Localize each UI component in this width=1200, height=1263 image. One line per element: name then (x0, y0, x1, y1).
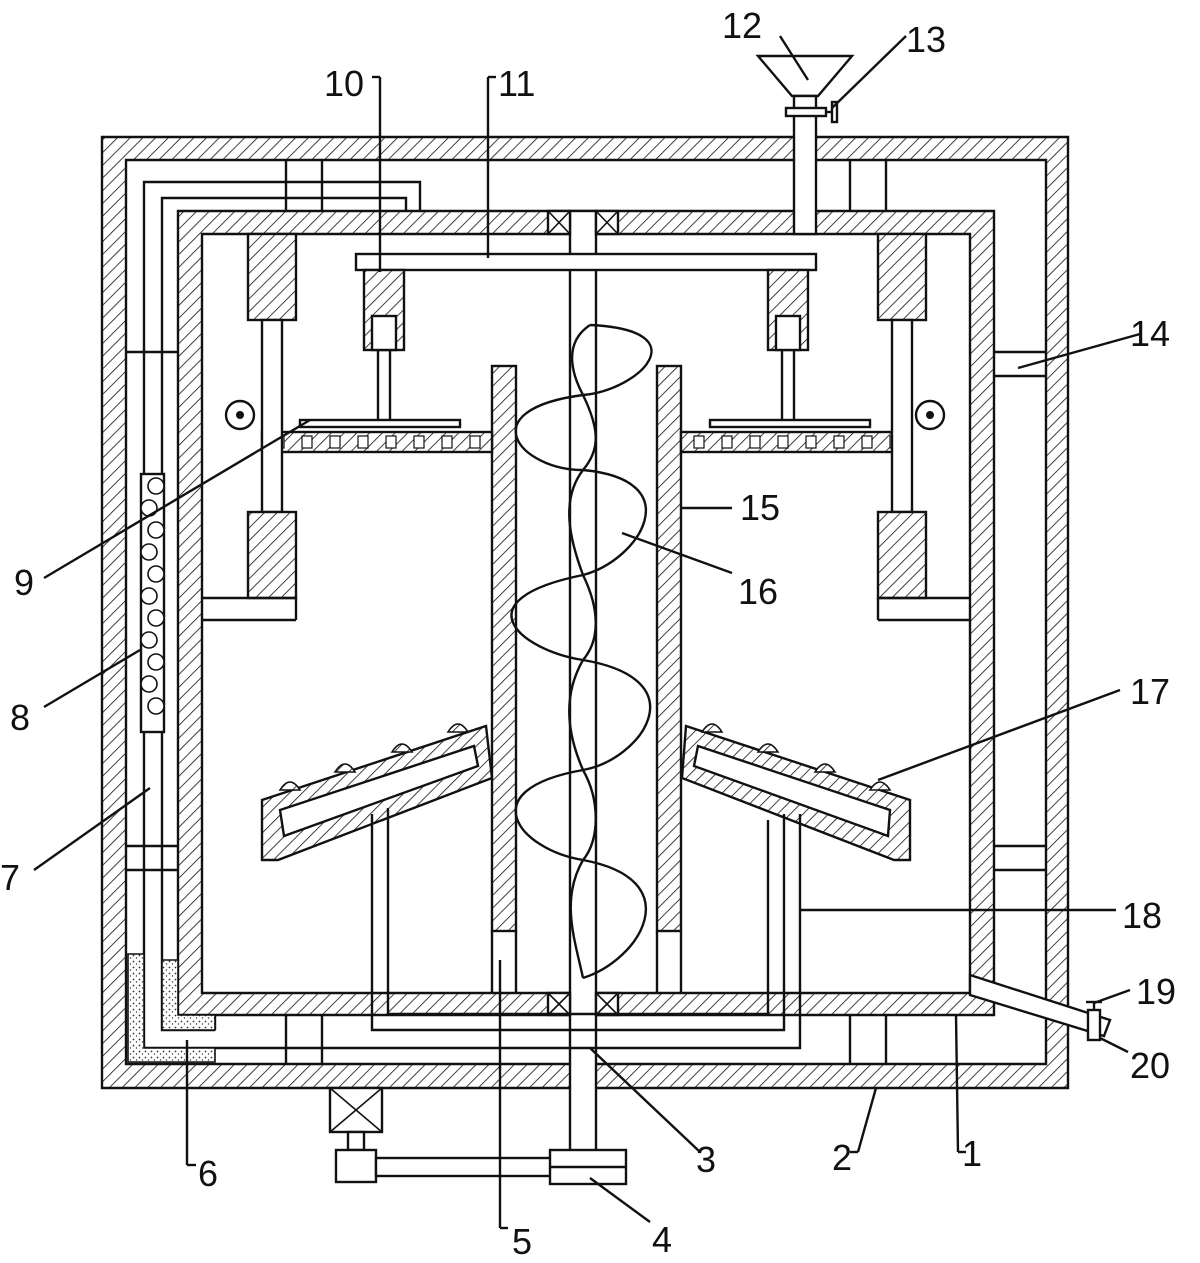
label-20: 20 (1130, 1045, 1170, 1086)
screen-hole (721, 435, 733, 449)
label-3: 3 (696, 1139, 716, 1180)
filter-ball (140, 543, 158, 561)
central-shaft (546, 209, 620, 1163)
label-6: 6 (198, 1153, 218, 1194)
screen-hole (693, 435, 705, 449)
outer-housing (100, 135, 1070, 1090)
filter-ball (147, 565, 165, 583)
screen-hole (861, 435, 873, 449)
label-4: 4 (652, 1219, 672, 1260)
side-guides (202, 232, 970, 622)
filter-ball (147, 609, 165, 627)
spray-nozzle (390, 743, 414, 753)
spray-nozzle (868, 781, 892, 791)
leader-lines (33, 35, 1141, 1230)
label-14: 14 (1130, 313, 1170, 354)
screen-hole (329, 435, 341, 449)
spiral-screw (510, 323, 653, 980)
screen-hole (777, 435, 789, 449)
spray-nozzle (813, 763, 837, 773)
filter-ball (147, 653, 165, 671)
label-13: 13 (906, 19, 946, 60)
press-cylinders (362, 268, 810, 420)
label-19: 19 (1136, 971, 1176, 1012)
label-12: 12 (722, 5, 762, 46)
label-11: 11 (498, 63, 535, 104)
reference-numerals: 1 2 3 4 5 6 7 8 9 10 11 12 13 14 15 16 1… (0, 5, 1176, 1262)
label-16: 16 (738, 571, 778, 612)
top-plate (354, 252, 818, 272)
label-2: 2 (832, 1137, 852, 1178)
return-pipes (360, 808, 802, 1050)
label-5: 5 (512, 1221, 532, 1262)
sediment-block (127, 953, 216, 1063)
spray-nozzle (278, 781, 302, 791)
filter-ball (147, 697, 165, 715)
filter-ball (140, 587, 158, 605)
spray-nozzle (446, 723, 470, 733)
label-10: 10 (324, 63, 364, 104)
screen-hole (413, 435, 425, 449)
spray-nozzle (700, 723, 724, 733)
filter-ball (147, 521, 165, 539)
screen-plates (260, 418, 913, 454)
filter-ball (140, 675, 158, 693)
screen-hole (469, 435, 481, 449)
riser-tube (490, 364, 683, 993)
label-1: 1 (962, 1133, 982, 1174)
label-15: 15 (740, 487, 780, 528)
label-18: 18 (1122, 895, 1162, 936)
screen-hole (441, 435, 453, 449)
screen-hole (805, 435, 817, 449)
spray-nozzle (333, 763, 357, 773)
label-7: 7 (0, 857, 20, 898)
drive-motor (328, 1086, 628, 1186)
spray-arms (260, 723, 912, 862)
spacer-supports (126, 160, 1046, 1064)
filter-ball (140, 631, 158, 649)
filter-ball (147, 477, 165, 495)
screen-hole (749, 435, 761, 449)
label-8: 8 (10, 697, 30, 738)
screen-hole (385, 435, 397, 449)
label-9: 9 (14, 562, 34, 603)
screen-hole (357, 435, 369, 449)
label-17: 17 (1130, 671, 1170, 712)
adsorption-column (139, 472, 166, 734)
spray-nozzle (756, 743, 780, 753)
screen-hole (833, 435, 845, 449)
screen-hole (301, 435, 313, 449)
